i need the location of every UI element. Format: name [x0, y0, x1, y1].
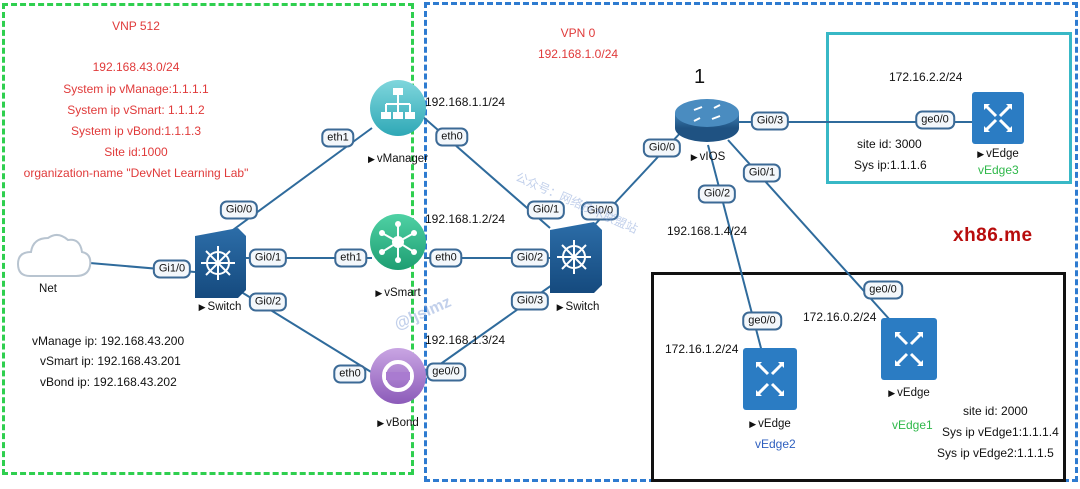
vnp-org-name: organization-name "DevNet Learning Lab": [23, 166, 249, 180]
vsmart-label: ▶vSmart: [375, 287, 421, 299]
ip-vedge3: 172.16.2.2/24: [889, 70, 963, 84]
vpn-title: VPN 0: [560, 26, 596, 40]
port-vbond-eth0: eth0: [333, 364, 367, 384]
vedge3-sys-ip: Sys ip:1.1.1.6: [854, 158, 927, 172]
mgmt-ip-vsmart: vSmart ip: 192.168.43.201: [40, 354, 181, 368]
port-switch-left-gi01: Gi0/1: [248, 248, 288, 268]
vnp-site-id: Site id:1000: [104, 145, 168, 159]
vedge-site-2000-box: [651, 272, 1066, 482]
switch-left-icon: [195, 228, 246, 298]
sys-ip-vedge2: Sys ip vEdge2:1.1.1.5: [937, 446, 1054, 460]
ip-vbond: 192.168.1.3/24: [425, 333, 506, 347]
site-2000-id: site id: 2000: [963, 404, 1028, 418]
port-vedge3-ge00: ge0/0: [915, 110, 955, 130]
port-vios-gi03: Gi0/3: [750, 111, 790, 131]
vnp-subnet: 192.168.43.0/24: [92, 60, 180, 74]
switch-right-icon: [550, 222, 602, 293]
port-vios-gi02: Gi0/2: [697, 184, 737, 204]
ip-vsmart: 192.168.1.2/24: [425, 212, 506, 226]
brand-watermark: xh86.me: [953, 225, 1033, 246]
switch-right-label: ▶Switch: [556, 301, 600, 313]
port-switch-left-gi02: Gi0/2: [248, 292, 288, 312]
vedge3-icon: [972, 92, 1024, 144]
vedge3-site-id: site id: 3000: [857, 137, 922, 151]
mgmt-ip-vbond: vBond ip: 192.168.43.202: [40, 375, 177, 389]
vios-label: ▶vIOS: [690, 151, 726, 163]
port-switch-right-gi03: Gi0/3: [510, 291, 550, 311]
vedge1-label: ▶vEdge: [888, 387, 930, 399]
vedge2-name: vEdge2: [755, 437, 796, 451]
port-vios-gi01: Gi0/1: [742, 163, 782, 183]
port-switch-right-gi01: Gi0/1: [526, 200, 566, 220]
vedge2-label: ▶vEdge: [749, 418, 791, 430]
port-vedge2-ge00: ge0/0: [742, 311, 782, 331]
ip-vios-gi02: 192.168.1.4/24: [667, 224, 748, 238]
vmanager-label: ▶vManager: [367, 153, 429, 165]
vedge1-icon: [881, 318, 937, 380]
port-vedge1-ge00: ge0/0: [863, 280, 903, 300]
ip-vedge2: 172.16.1.2/24: [665, 342, 739, 356]
vedge3-site-box: [826, 32, 1072, 184]
port-vmanager-eth0: eth0: [435, 127, 469, 147]
port-vbond-ge00: ge0/0: [426, 362, 466, 382]
sys-ip-vedge1: Sys ip vEdge1:1.1.1.4: [942, 425, 1059, 439]
port-switch-left-gi00: Gi0/0: [219, 200, 259, 220]
vedge2-icon: [743, 348, 797, 410]
vedge1-name: vEdge1: [892, 418, 933, 432]
router-icon: [675, 99, 739, 142]
vedge3-name: vEdge3: [978, 163, 1019, 177]
marker-number: 1: [694, 66, 706, 88]
ip-vmanager: 192.168.1.1/24: [425, 95, 506, 109]
vnp-sysip-vbond: System ip vBond:1.1.1.3: [70, 124, 202, 138]
vnp-title: VNP 512: [112, 19, 160, 33]
port-vsmart-eth1: eth1: [334, 248, 368, 268]
port-vmanager-eth1: eth1: [321, 128, 355, 148]
ip-vedge1: 172.16.0.2/24: [803, 310, 877, 324]
port-switch-right-gi02: Gi0/2: [510, 248, 550, 268]
mgmt-ip-vmanage: vManage ip: 192.168.43.200: [32, 334, 185, 348]
vsmart-icon: [370, 214, 426, 270]
vbond-label: ▶vBond: [377, 417, 419, 429]
port-switch-left-gi10: Gi1/0: [152, 259, 192, 279]
vnp-sysip-vmanage: System ip vManage:1.1.1.1: [63, 82, 209, 96]
vbond-icon: [370, 348, 426, 404]
vmanager-icon: [370, 80, 426, 136]
port-vios-gi00: Gi0/0: [642, 138, 682, 158]
switch-left-label: ▶Switch: [198, 301, 242, 313]
net-label: Net: [39, 283, 57, 295]
port-switch-right-gi00: Gi0/0: [580, 201, 620, 221]
vnp-sysip-vsmart: System ip vSmart: 1.1.1.2: [67, 103, 205, 117]
cloud-icon: [16, 234, 92, 277]
port-vsmart-eth0: eth0: [429, 248, 463, 268]
vpn-subnet: 192.168.1.0/24: [537, 47, 619, 61]
vedge3-label: ▶vEdge: [977, 148, 1019, 160]
